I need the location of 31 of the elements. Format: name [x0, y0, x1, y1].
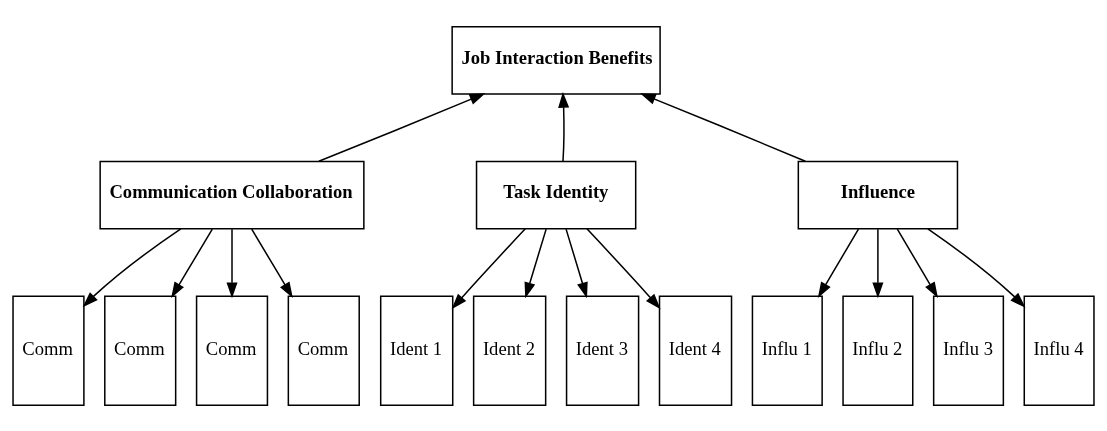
arrow	[524, 227, 547, 298]
arrow	[250, 227, 293, 298]
node-box: Ident 1	[379, 294, 454, 406]
node-box: Comm	[104, 294, 177, 406]
arrow	[640, 92, 807, 162]
arrow	[565, 227, 588, 298]
node-box: Comm	[12, 294, 85, 406]
node-box: Influ 1	[751, 294, 823, 406]
node-box: Influ 3	[932, 294, 1005, 406]
node-box: Comm	[195, 294, 269, 406]
node-box: Ident 4	[658, 294, 733, 406]
arrow	[817, 227, 860, 298]
node-box: Influence	[797, 160, 959, 230]
arrow	[896, 227, 938, 298]
arrow	[82, 227, 182, 307]
arrow	[558, 91, 570, 162]
node-box: Job Interaction Benefits	[451, 25, 661, 95]
node-box: Communication Collaboration	[99, 160, 365, 230]
arrow	[872, 227, 884, 298]
node-box: Task Identity	[475, 160, 637, 230]
node-box: Ident 2	[472, 294, 547, 406]
arrow	[927, 227, 1026, 308]
node-box: Comm	[287, 294, 360, 406]
node-box: Influ 4	[1023, 294, 1095, 406]
arrow	[451, 227, 527, 309]
arrow	[171, 227, 214, 298]
arrow	[318, 92, 486, 162]
node-box: Ident 3	[565, 294, 640, 406]
arrow	[226, 227, 238, 298]
arrow	[586, 227, 661, 309]
node-box: Influ 2	[842, 294, 914, 406]
